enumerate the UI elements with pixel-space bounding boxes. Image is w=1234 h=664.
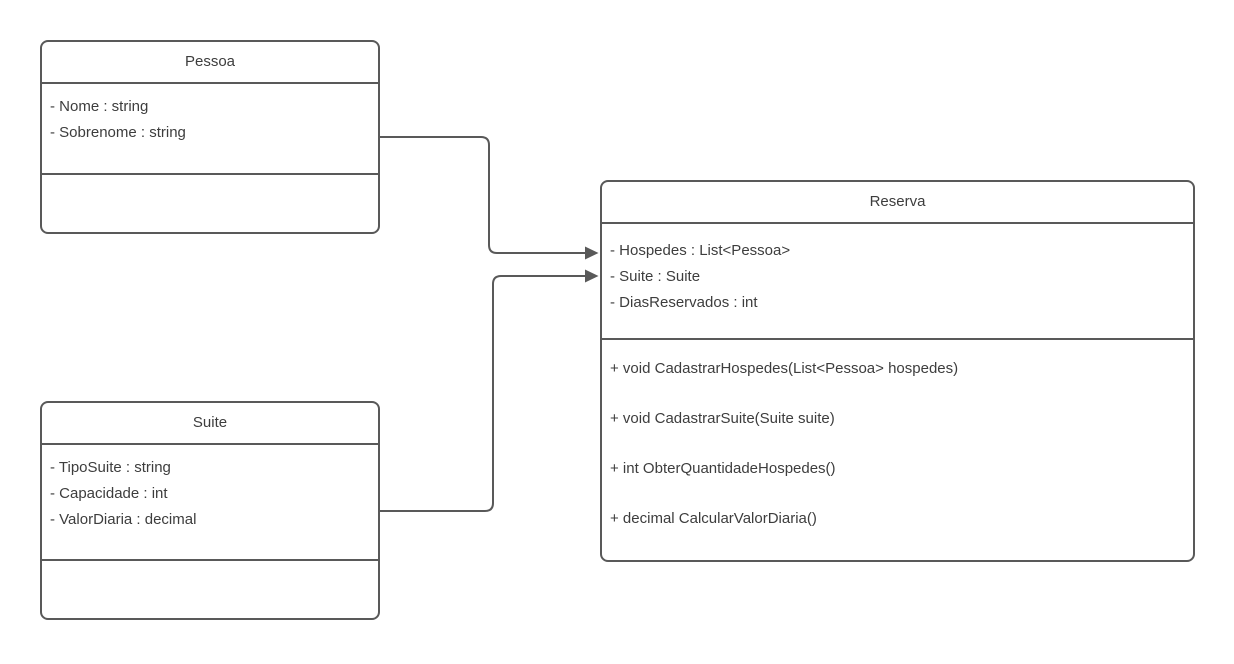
method-line: + void CadastrarSuite(Suite suite) bbox=[610, 410, 835, 427]
class-box-pessoa: Pessoa - Nome : string - Sobrenome : str… bbox=[40, 40, 380, 234]
class-attributes-pessoa: - Nome : string - Sobrenome : string bbox=[42, 84, 378, 175]
attribute-line: - Hospedes : List<Pessoa> bbox=[610, 242, 791, 259]
class-methods-reserva: + void CadastrarHospedes(List<Pessoa> ho… bbox=[602, 340, 1193, 560]
class-attributes-suite: - TipoSuite : string - Capacidade : int … bbox=[42, 445, 378, 561]
class-attributes-reserva: - Hospedes : List<Pessoa> - Suite : Suit… bbox=[602, 224, 1193, 340]
class-title-pessoa: Pessoa bbox=[42, 42, 378, 84]
method-line: + void CadastrarHospedes(List<Pessoa> ho… bbox=[610, 360, 959, 377]
connector-pessoa-reserva bbox=[380, 136, 599, 260]
class-methods-pessoa bbox=[42, 175, 378, 232]
attribute-line: - Capacidade : int bbox=[50, 485, 168, 502]
class-title-reserva: Reserva bbox=[602, 182, 1193, 224]
class-methods-suite bbox=[42, 561, 378, 618]
attribute-line: - TipoSuite : string bbox=[50, 459, 171, 476]
connector-suite-reserva bbox=[380, 269, 599, 512]
class-title-suite: Suite bbox=[42, 403, 378, 445]
class-box-reserva: Reserva - Hospedes : List<Pessoa> - Suit… bbox=[600, 180, 1195, 562]
attribute-line: - ValorDiaria : decimal bbox=[50, 511, 197, 528]
method-line: + decimal CalcularValorDiaria() bbox=[610, 510, 817, 527]
attribute-line: - DiasReservados : int bbox=[610, 294, 758, 311]
attribute-line: - Nome : string bbox=[50, 98, 149, 115]
attribute-line: - Suite : Suite bbox=[610, 268, 701, 285]
arrowhead-suite-reserva bbox=[585, 269, 599, 283]
class-box-suite: Suite - TipoSuite : string - Capacidade … bbox=[40, 401, 380, 620]
arrowhead-pessoa-reserva bbox=[585, 246, 599, 260]
method-line: + int ObterQuantidadeHospedes() bbox=[610, 460, 836, 477]
attribute-line: - Sobrenome : string bbox=[50, 124, 186, 141]
